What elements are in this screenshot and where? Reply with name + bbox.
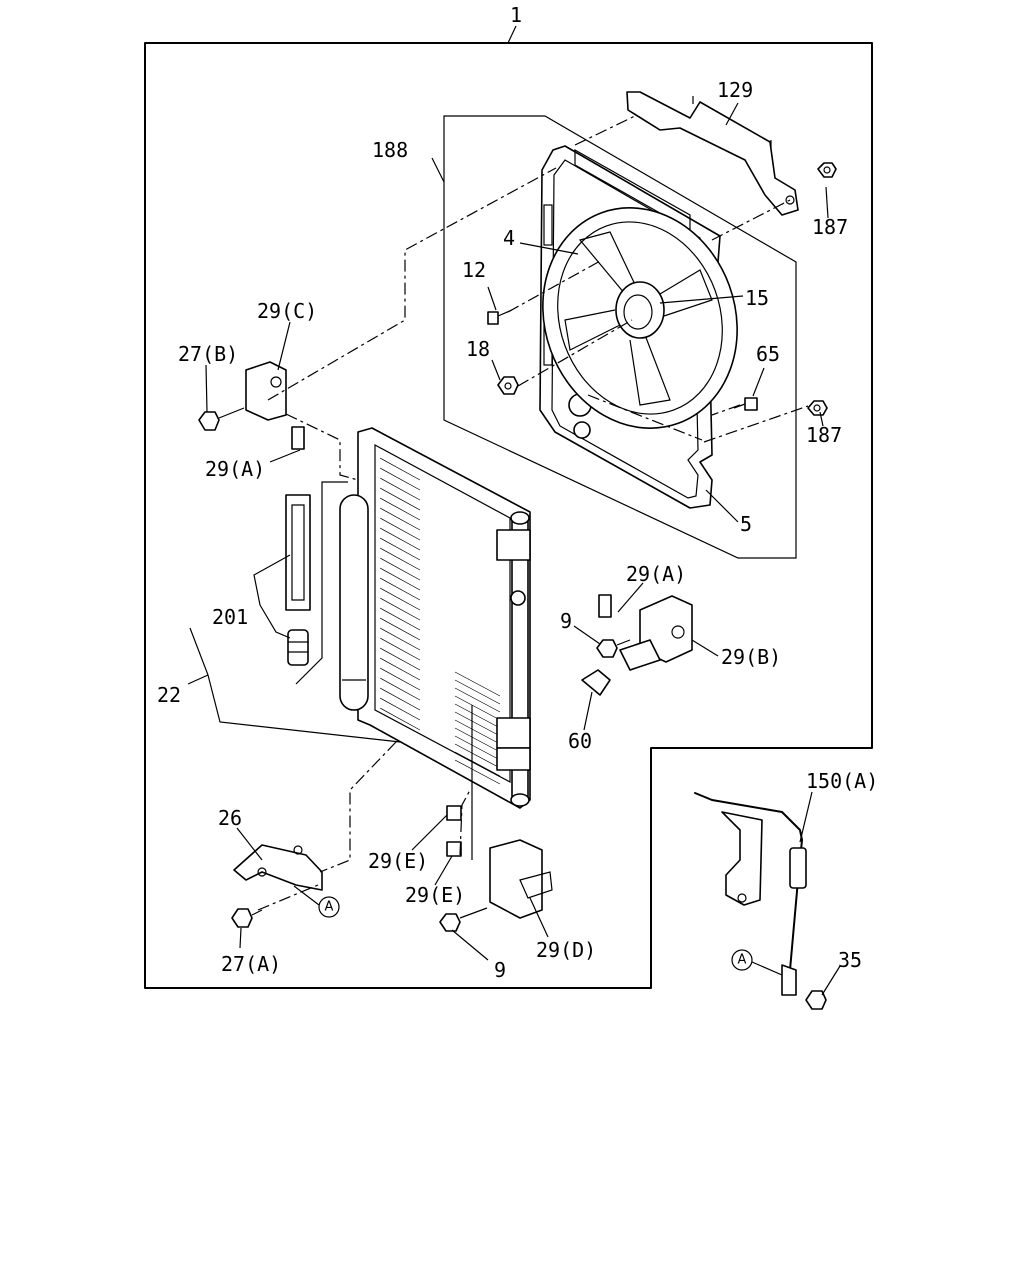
shroud-subassembly-box [443, 115, 797, 559]
label-18: 18 [466, 337, 490, 361]
label-9-bottom: 9 [494, 958, 506, 982]
clip-60 [581, 669, 611, 696]
pipe-150a [694, 792, 827, 1010]
label-60: 60 [568, 729, 592, 753]
label-150a: 150(A) [806, 769, 878, 793]
motor-bracket [626, 91, 799, 216]
label-29a-left: 29(A) [205, 457, 265, 481]
label-188: 188 [372, 138, 408, 162]
bolt-65 [733, 397, 758, 411]
bolt-27b [198, 407, 245, 431]
label-9-right: 9 [560, 609, 572, 633]
clip-29a-right [598, 594, 612, 618]
ref-a-letter-left: A [325, 900, 334, 915]
part-labels: 1 129 188 187 4 12 15 29(C) 27(B) 18 65 … [157, 3, 878, 982]
nut-187-top [817, 162, 837, 178]
ref-a-letter-right: A [738, 953, 747, 968]
label-29e-2: 29(E) [405, 883, 465, 907]
fan-blade [542, 207, 738, 429]
clip-29e-2 [446, 841, 462, 857]
bolt-27a [231, 908, 263, 928]
label-65: 65 [756, 342, 780, 366]
receiver-drier [285, 494, 369, 711]
leader-line-1 [507, 25, 517, 44]
label-29d: 29(D) [536, 938, 596, 962]
label-12: 12 [462, 258, 486, 282]
ref-a-circle-right [731, 949, 753, 971]
label-27b: 27(B) [178, 342, 238, 366]
label-1: 1 [510, 3, 522, 27]
label-26: 26 [218, 806, 242, 830]
label-5: 5 [740, 512, 752, 536]
clip-29a-left [291, 426, 305, 450]
label-29e-1: 29(E) [368, 849, 428, 873]
label-27a: 27(A) [221, 952, 281, 976]
leader-lines [187, 102, 841, 996]
label-187-mid: 187 [806, 423, 842, 447]
nut-187-mid [807, 400, 828, 416]
bracket-29b [619, 595, 693, 671]
condenser-core [357, 427, 531, 809]
label-201: 201 [212, 605, 248, 629]
label-129: 129 [717, 78, 753, 102]
bolt-9-right [596, 639, 631, 658]
bracket-29d [489, 839, 553, 919]
ref-a-circle-left [318, 896, 340, 918]
label-29b: 29(B) [721, 645, 781, 669]
assembly-outline [144, 42, 873, 989]
label-35: 35 [838, 948, 862, 972]
bolt-9-bottom [439, 907, 488, 932]
clip-29e-1 [446, 805, 462, 821]
label-22: 22 [157, 683, 181, 707]
label-15: 15 [745, 286, 769, 310]
assembly-center-lines [257, 114, 809, 911]
label-187-top: 187 [812, 215, 848, 239]
label-4: 4 [503, 226, 515, 250]
bracket-29c [245, 361, 287, 421]
label-29a-right: 29(A) [626, 562, 686, 586]
label-29c: 29(C) [257, 299, 317, 323]
bracket-26 [233, 844, 323, 891]
nut-18 [497, 376, 519, 395]
